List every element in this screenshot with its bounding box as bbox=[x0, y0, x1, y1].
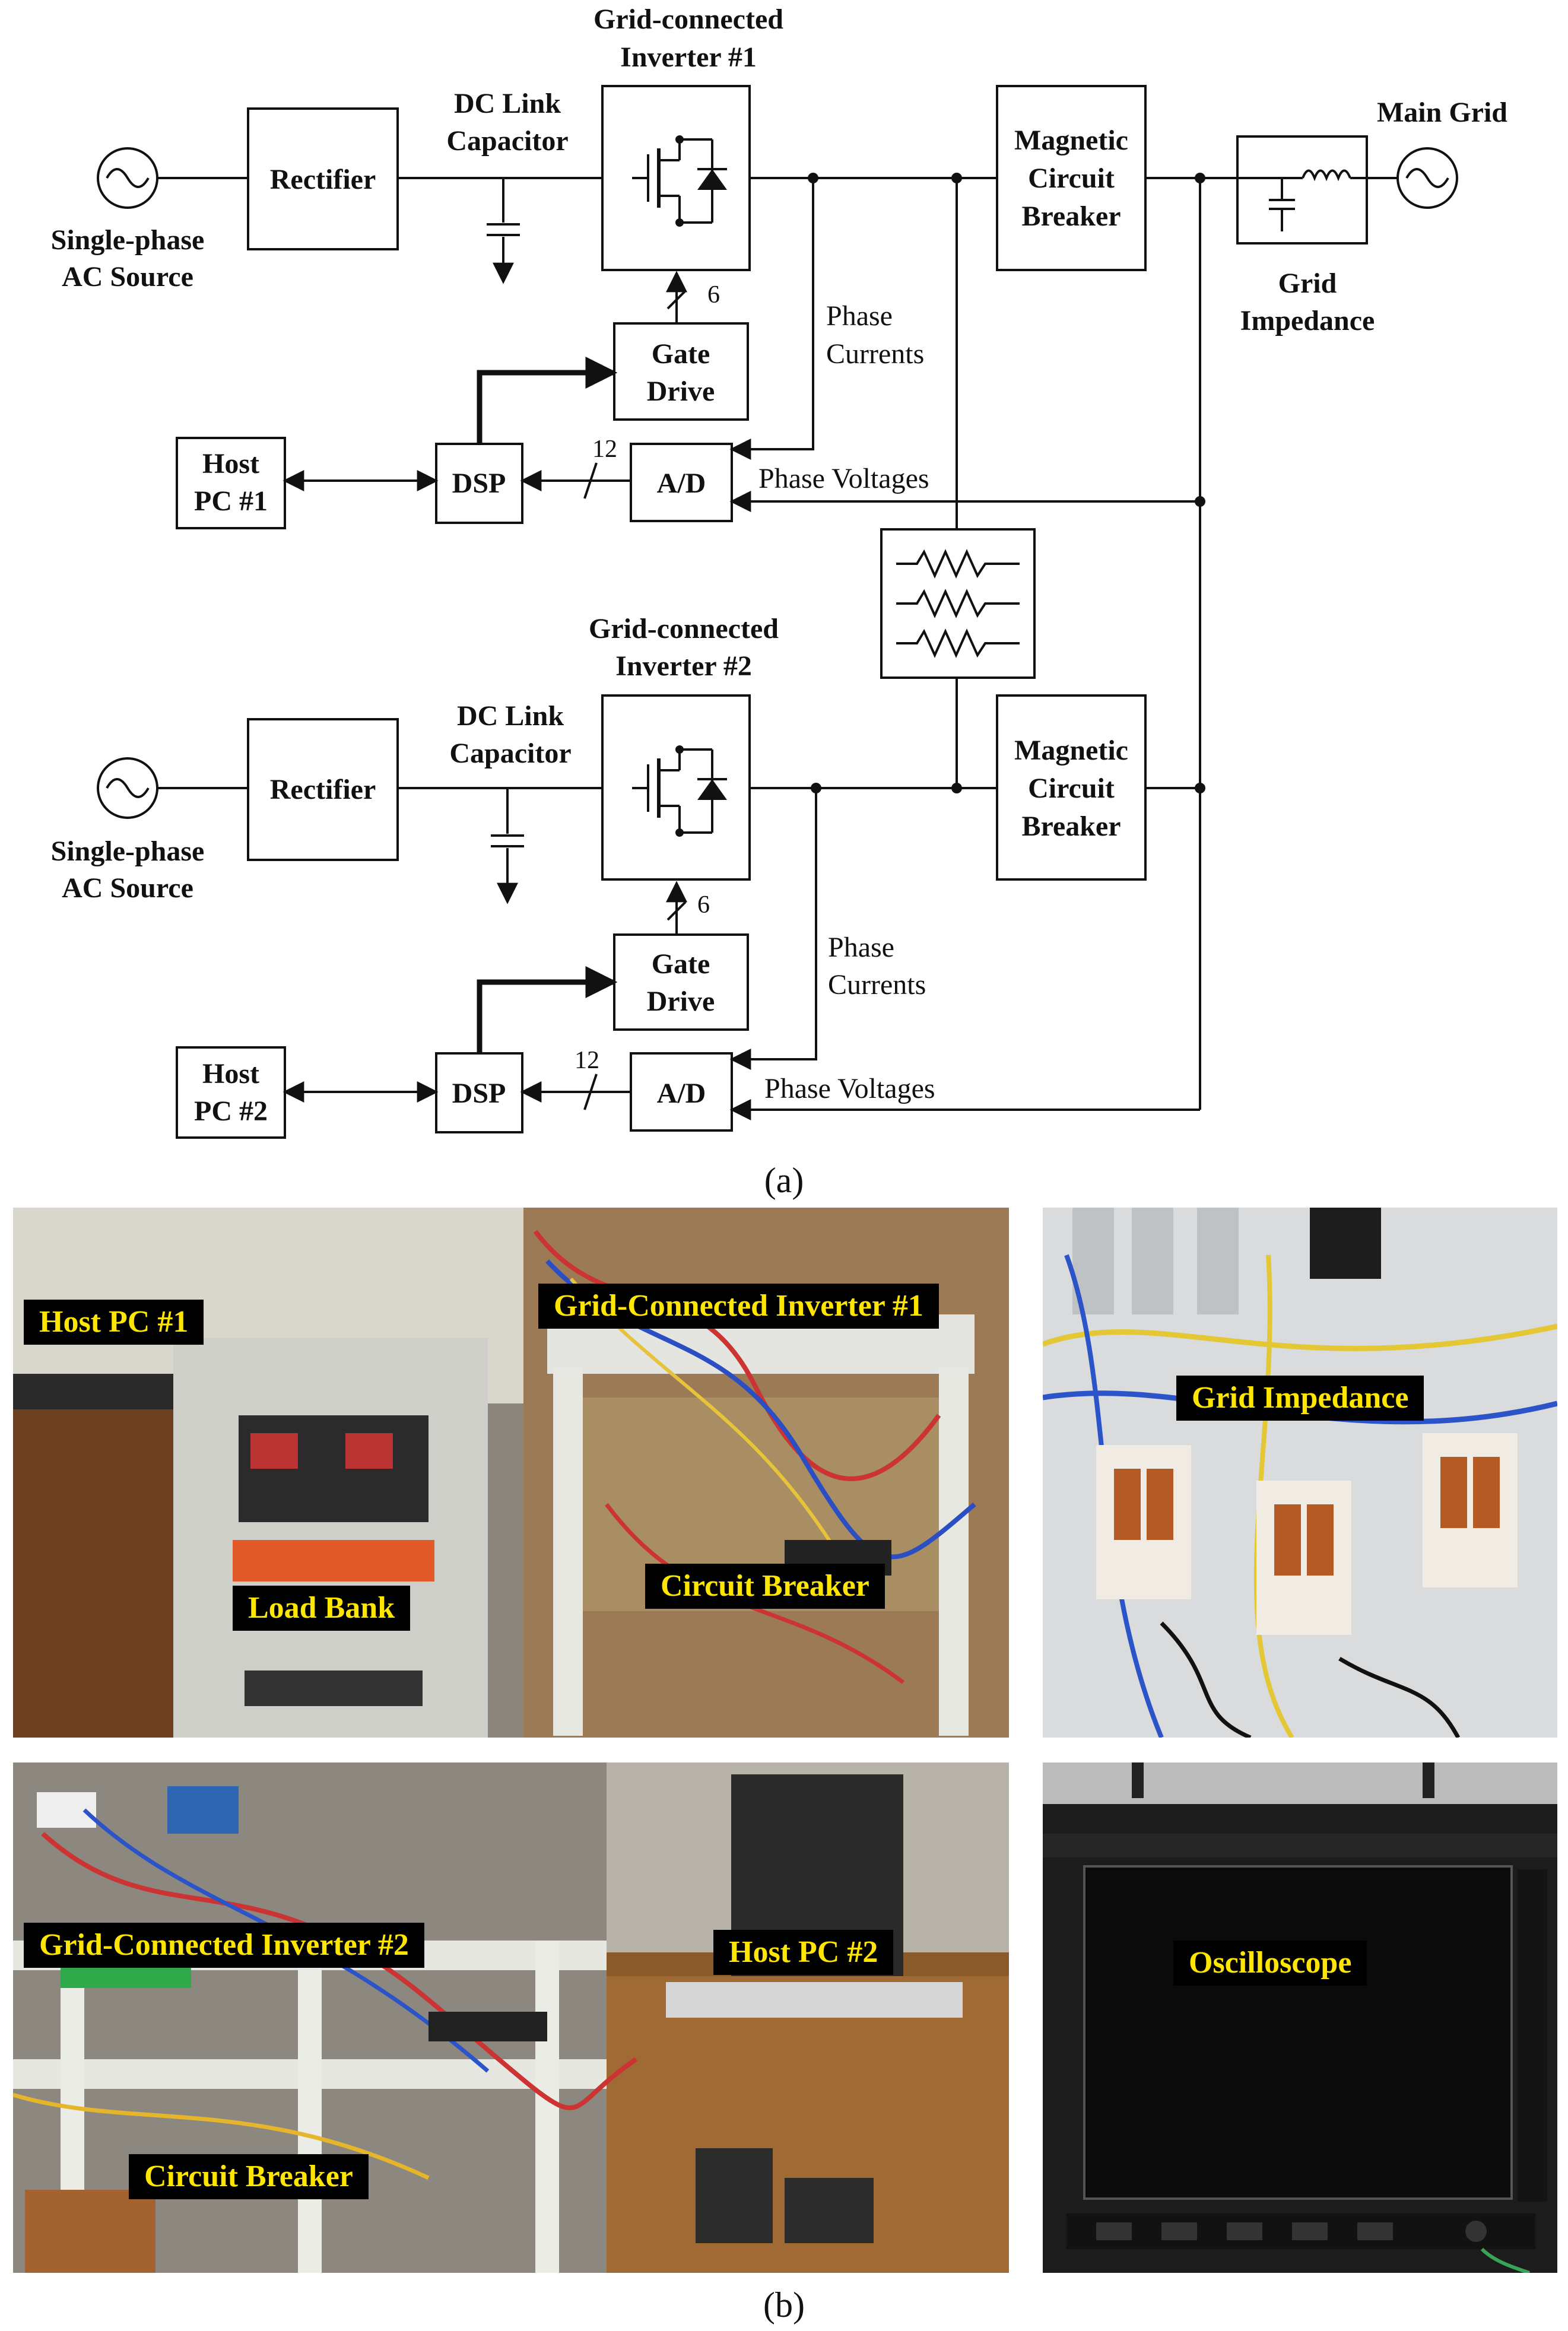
grid-impedance-label-line1: Grid bbox=[1278, 268, 1337, 299]
host-pc-2-label-line2: PC #2 bbox=[194, 1095, 268, 1127]
phase-currents-2-label-line2: Currents bbox=[828, 969, 926, 1001]
ad-bus-2-label: 12 bbox=[574, 1047, 599, 1074]
photo-grid-impedance: Grid Impedance bbox=[1043, 1208, 1557, 1738]
photo-oscilloscope: Oscilloscope bbox=[1043, 1762, 1557, 2273]
phase-voltages-1-label: Phase Voltages bbox=[758, 463, 929, 494]
dclink-1-label-line1: DC Link bbox=[454, 88, 561, 119]
igbt-2-icon bbox=[632, 745, 727, 837]
dclink-2-label-line2: Capacitor bbox=[449, 738, 571, 769]
rectifier-1-box bbox=[247, 107, 399, 250]
photo-setup-2: Grid-Connected Inverter #2 Host PC #2 Ci… bbox=[13, 1762, 1009, 2273]
breaker-2-label-line3: Breaker bbox=[1021, 811, 1121, 842]
phase-currents-1-label-line1: Phase bbox=[826, 300, 893, 332]
breaker-1-box bbox=[996, 85, 1147, 271]
dsp-1-label: DSP bbox=[452, 468, 506, 499]
breaker-2-label-line2: Circuit bbox=[1028, 773, 1115, 804]
dsp-2-label: DSP bbox=[452, 1078, 506, 1109]
gate-drive-1-label-line1: Gate bbox=[652, 338, 710, 370]
photo-tag-inverter-1: Grid-Connected Inverter #1 bbox=[538, 1284, 939, 1329]
system-schematic: Single-phase AC Source Rectifier DC Link… bbox=[51, 4, 1507, 1139]
ad-2-label: A/D bbox=[657, 1078, 706, 1109]
host-pc-2-label-line1: Host bbox=[202, 1058, 259, 1090]
grid-impedance-label-line2: Impedance bbox=[1240, 305, 1375, 336]
inverter-2-label-line2: Inverter #2 bbox=[615, 650, 752, 682]
caption-b: (b) bbox=[763, 2285, 805, 2324]
ac-source-2-label-line1: Single-phase bbox=[51, 836, 205, 867]
ad-bus-1-label: 12 bbox=[592, 436, 617, 463]
breaker-1-label-line1: Magnetic bbox=[1014, 125, 1128, 156]
host-pc-1-label-line1: Host bbox=[202, 448, 259, 479]
phase-currents-2-label-line1: Phase bbox=[828, 932, 894, 963]
photo-tag-load-bank: Load Bank bbox=[233, 1586, 411, 1631]
photo-tag-host-pc-1: Host PC #1 bbox=[24, 1300, 204, 1345]
main-grid-label: Main Grid bbox=[1377, 97, 1507, 128]
breaker-2-label-line1: Magnetic bbox=[1014, 735, 1128, 766]
inverter-2-label-line1: Grid-connected bbox=[589, 613, 779, 644]
ad-converter-1-box bbox=[630, 443, 733, 522]
grid-impedance-box bbox=[1236, 135, 1368, 244]
dclink-1-label-line2: Capacitor bbox=[446, 125, 568, 157]
gate-bus-1-label: 6 bbox=[707, 281, 720, 309]
inverter-2-box bbox=[601, 694, 751, 881]
ad-1-label: A/D bbox=[657, 468, 706, 499]
breaker-1-label-line3: Breaker bbox=[1021, 201, 1121, 232]
ac-source-2-label-line2: AC Source bbox=[62, 872, 193, 904]
rectifier-2-label: Rectifier bbox=[270, 774, 376, 805]
host-pc-1-label-line2: PC #1 bbox=[194, 485, 268, 517]
gate-drive-2-label-line2: Drive bbox=[647, 986, 715, 1017]
ac-source-1-label-line2: AC Source bbox=[62, 261, 193, 293]
gate-drive-1-box bbox=[613, 322, 749, 421]
gate-drive-1-label-line2: Drive bbox=[647, 376, 715, 407]
rectifier-1-label: Rectifier bbox=[270, 164, 376, 195]
phase-voltages-2-label: Phase Voltages bbox=[764, 1073, 935, 1104]
host-pc-2-box bbox=[176, 1046, 286, 1139]
photo-tag-inverter-2: Grid-Connected Inverter #2 bbox=[24, 1923, 424, 1968]
gate-drive-2-box bbox=[613, 933, 749, 1031]
rectifier-2-box bbox=[247, 718, 399, 861]
photo-tag-circuit-breaker-1: Circuit Breaker bbox=[645, 1564, 885, 1609]
photo-tag-circuit-breaker-2: Circuit Breaker bbox=[129, 2154, 369, 2199]
gate-bus-2-label: 6 bbox=[697, 891, 710, 919]
inverter-1-box bbox=[601, 85, 751, 271]
igbt-1-icon bbox=[632, 135, 727, 227]
host-pc-1-box bbox=[176, 437, 286, 529]
dclink-2-label-line1: DC Link bbox=[457, 700, 564, 732]
inverter-1-label-line1: Grid-connected bbox=[593, 4, 783, 35]
photo-tag-oscilloscope: Oscilloscope bbox=[1173, 1941, 1367, 1986]
photo-tag-host-pc-2: Host PC #2 bbox=[713, 1930, 894, 1975]
phase-currents-1-label-line2: Currents bbox=[826, 338, 924, 370]
caption-a: (a) bbox=[764, 1161, 804, 1200]
load-bank-resistors-icon bbox=[896, 549, 1020, 658]
photo-setup-1: Host PC #1 Grid-Connected Inverter #1 Lo… bbox=[13, 1208, 1009, 1738]
ac-source-1-label-line1: Single-phase bbox=[51, 224, 205, 256]
gate-drive-2-label-line1: Gate bbox=[652, 948, 710, 980]
inverter-1-label-line2: Inverter #1 bbox=[620, 42, 757, 73]
grid-impedance-icon bbox=[1237, 169, 1367, 231]
breaker-2-box bbox=[996, 694, 1147, 881]
photo-tag-grid-impedance: Grid Impedance bbox=[1176, 1376, 1424, 1421]
breaker-1-label-line2: Circuit bbox=[1028, 163, 1115, 194]
